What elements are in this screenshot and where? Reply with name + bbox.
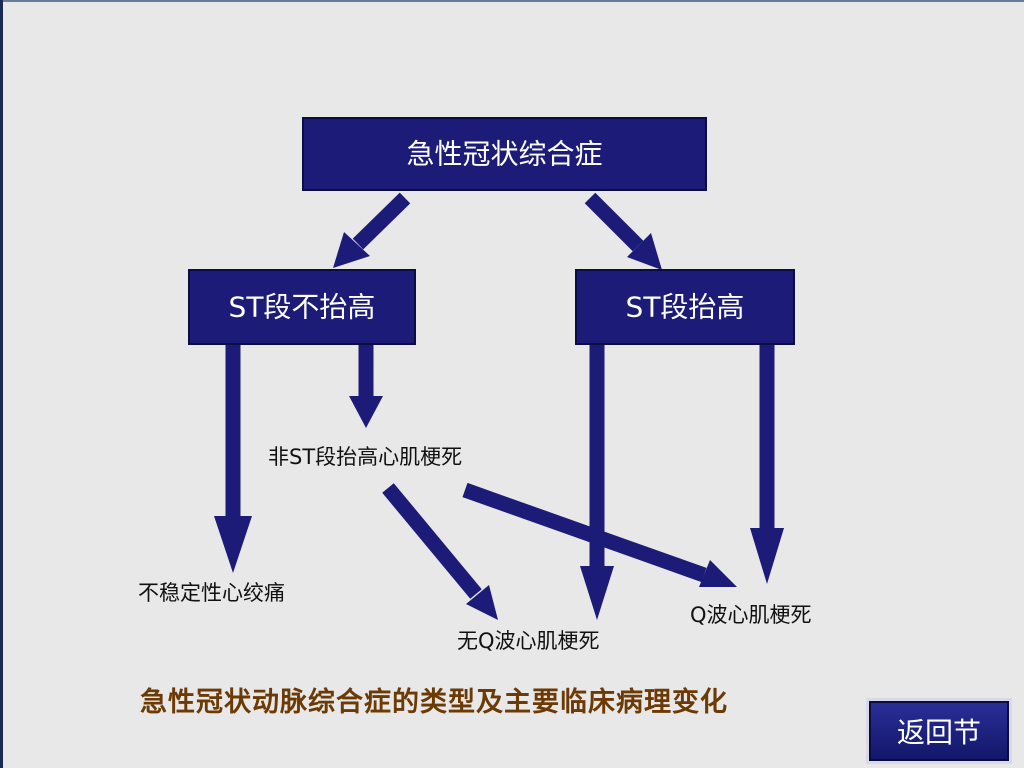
branch-right-box: ST段抬高	[575, 269, 795, 345]
back-button-label: 返回节	[896, 716, 981, 749]
top-border	[0, 0, 1024, 2]
non-q-mi-label: 无Q波心肌梗死	[457, 629, 600, 653]
branch-left-box: ST段不抬高	[188, 269, 416, 345]
arrow-right-to-non-q-mi	[580, 345, 614, 620]
arrow-right-to-q-mi	[750, 345, 784, 584]
arrow-root-to-right	[584, 192, 662, 270]
arrow-left-to-unstable-angina	[214, 345, 252, 573]
q-mi-label: Q波心肌梗死	[690, 603, 812, 627]
nstemi-label: 非ST段抬高心肌梗死	[268, 445, 462, 469]
root-label: 急性冠状综合症	[406, 138, 602, 171]
left-border	[0, 0, 3, 768]
arrow-left-to-nstemi	[349, 345, 383, 428]
arrow-nstemi-to-q-mi	[462, 482, 737, 587]
slide-caption: 急性冠状动脉综合症的类型及主要临床病理变化	[140, 687, 728, 718]
branch-left-label: ST段不抬高	[229, 291, 376, 324]
arrow-nstemi-to-non-q-mi	[382, 483, 498, 620]
arrow-root-to-left	[333, 192, 411, 268]
back-to-section-button[interactable]: 返回节	[866, 698, 1012, 764]
root-box: 急性冠状综合症	[302, 117, 707, 191]
branch-right-label: ST段抬高	[626, 291, 745, 324]
unstable-angina-label: 不稳定性心绞痛	[138, 581, 285, 605]
